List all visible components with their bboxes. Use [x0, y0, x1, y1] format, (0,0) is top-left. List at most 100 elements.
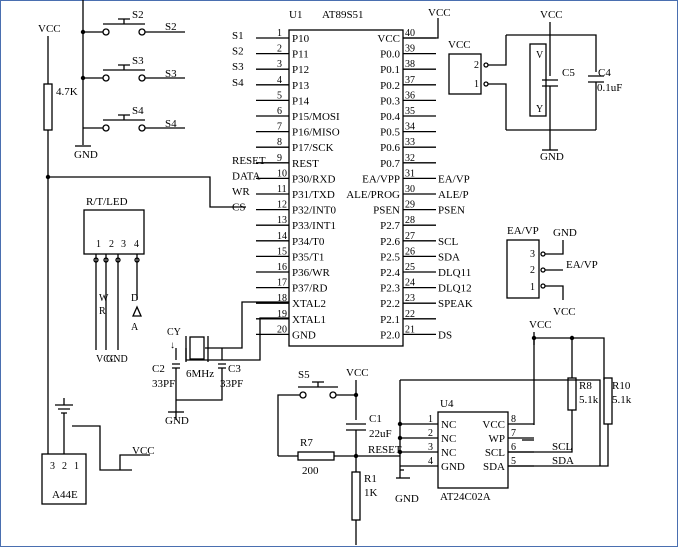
ea-label: EA/VP [507, 225, 539, 237]
pullup-value: 4.7K [56, 86, 78, 98]
pullup-body [43, 83, 53, 131]
u1-pin-19-num: 19 [277, 309, 287, 320]
u1-pin-30-name: ALE/PROG [346, 189, 400, 201]
u1-pin-24-num: 24 [405, 278, 415, 289]
u4-part: AT24C02A [440, 491, 491, 503]
rtled-gnd: GND [106, 354, 128, 365]
u1-pin-4-num: 4 [277, 75, 282, 86]
u1-pin-11-name: P31/TXD [292, 189, 335, 201]
u1-right-net-10: ALE/P [438, 189, 469, 201]
header-vcc: VCC [448, 39, 471, 51]
u1-pin-10-name: P30/RXD [292, 173, 335, 185]
rtled-sig-d: D [131, 293, 138, 304]
svg-text:1: 1 [74, 461, 79, 472]
u1-pin-3-num: 3 [277, 59, 282, 70]
ea-vcc: VCC [553, 306, 576, 318]
r1-value: 1K [364, 487, 378, 499]
r10-body [603, 377, 613, 425]
u1-pin-20-name: GND [292, 329, 316, 341]
u1-pin-2-name: P11 [292, 49, 309, 61]
u1-pin-39-name: P0.0 [380, 49, 400, 61]
u1-pin-40-num: 40 [405, 28, 415, 39]
u1-pin-31-num: 31 [405, 168, 415, 179]
r8-body [567, 377, 577, 411]
u1-pin-19-name: XTAL1 [292, 314, 326, 326]
u4-pin-5-num: 5 [511, 456, 516, 467]
u1-left-net-2: S3 [232, 61, 244, 73]
u1-pin-38-num: 38 [405, 59, 415, 70]
u1-left-net-10: WR [232, 186, 250, 198]
a44e-label: A44E [52, 489, 78, 501]
u1-pin-7-num: 7 [277, 122, 282, 133]
u1-pin-12-name: P32/INT0 [292, 205, 337, 217]
u1-pin-26-num: 26 [405, 246, 415, 257]
c4-ref: C4 [598, 67, 611, 79]
s3-ref: S3 [132, 55, 144, 67]
u1-pin-37-num: 37 [405, 75, 415, 86]
u1-pin-21-name: P2.0 [380, 329, 400, 341]
svg-text:V: V [536, 50, 544, 61]
u4-pin-5-name: SDA [483, 461, 505, 473]
u1-right-net-17: SPEAK [438, 298, 473, 310]
a44e-connector: VCC 3 2 1 A44E [41, 397, 155, 505]
pullup-vcc: VCC [38, 23, 61, 35]
u1-pin-1-name: P10 [292, 33, 310, 45]
rtled-label: R/T/LED [86, 196, 128, 208]
u1-left-net-3: S4 [232, 77, 244, 89]
u1-pin-8-name: P17/SCK [292, 142, 334, 154]
u4-vcc: VCC [529, 319, 552, 331]
u1-pin-28-num: 28 [405, 215, 415, 226]
u1-pin-14-name: P34/T0 [292, 236, 325, 248]
u1-pin-16-num: 16 [277, 262, 287, 273]
switch-s2[interactable]: S2 S2 [83, 9, 185, 36]
u4-net-scl: SCL [552, 441, 572, 453]
u1-pin-22-name: P2.1 [380, 314, 400, 326]
switch-s4[interactable]: S4 S4 [83, 105, 185, 132]
u1-pin-2-num: 2 [277, 44, 282, 55]
u1-part: AT89S51 [322, 9, 364, 21]
decoupling: VCC V Y C5 C4 0.1uF GND [506, 9, 622, 163]
svg-text:3: 3 [530, 249, 535, 260]
u1-left-net-0: S1 [232, 30, 244, 42]
u4-pin-4-num: 4 [428, 456, 433, 467]
u1-pin-32-name: P0.7 [380, 158, 400, 170]
svg-text:1: 1 [530, 282, 535, 293]
u1-pin-30-num: 30 [405, 184, 415, 195]
u1-pin-22-num: 22 [405, 309, 415, 320]
u1-pin-18-name: XTAL2 [292, 298, 326, 310]
switch-s3[interactable]: S3 S3 [83, 55, 185, 82]
u4-net-sda: SDA [552, 455, 574, 467]
svg-text:3: 3 [50, 461, 55, 472]
u1-left-net-1: S2 [232, 46, 244, 58]
rtled-sig-w: W [99, 293, 109, 304]
u1-pin-17-name: P37/RD [292, 283, 328, 295]
s2-net: S2 [165, 21, 177, 33]
u1-pin-1-num: 1 [277, 28, 282, 39]
u1-right-net-16: DLQ12 [438, 283, 472, 295]
c1-ref: C1 [369, 413, 382, 425]
u1-pin-15-name: P35/T1 [292, 251, 324, 263]
u1-pin-23-num: 23 [405, 293, 415, 304]
u1-pin-32-num: 32 [405, 153, 415, 164]
u1-pin-6-num: 6 [277, 106, 282, 117]
u1-pin-9-name: REST [292, 158, 319, 170]
crystal-value: 6MHz [186, 368, 214, 380]
u1-pin-6-name: P15/MOSI [292, 111, 340, 123]
rtled-connector: R/T/LED 1 2 3 4 W R D A VCC GND [83, 196, 145, 365]
c3-ref: C3 [228, 363, 241, 375]
svg-text:1: 1 [474, 79, 479, 90]
u1-pin-5-name: P14 [292, 95, 310, 107]
osc-gnd: GND [165, 415, 189, 427]
svg-text:2: 2 [62, 461, 67, 472]
u1-pin-18-num: 18 [277, 293, 287, 304]
svg-text:2: 2 [474, 60, 479, 71]
u1-pin-36-num: 36 [405, 90, 415, 101]
u1-pin-21-num: 21 [405, 324, 415, 335]
decouple-vcc: VCC [540, 9, 563, 21]
u1-pin-25-name: P2.4 [380, 267, 400, 279]
